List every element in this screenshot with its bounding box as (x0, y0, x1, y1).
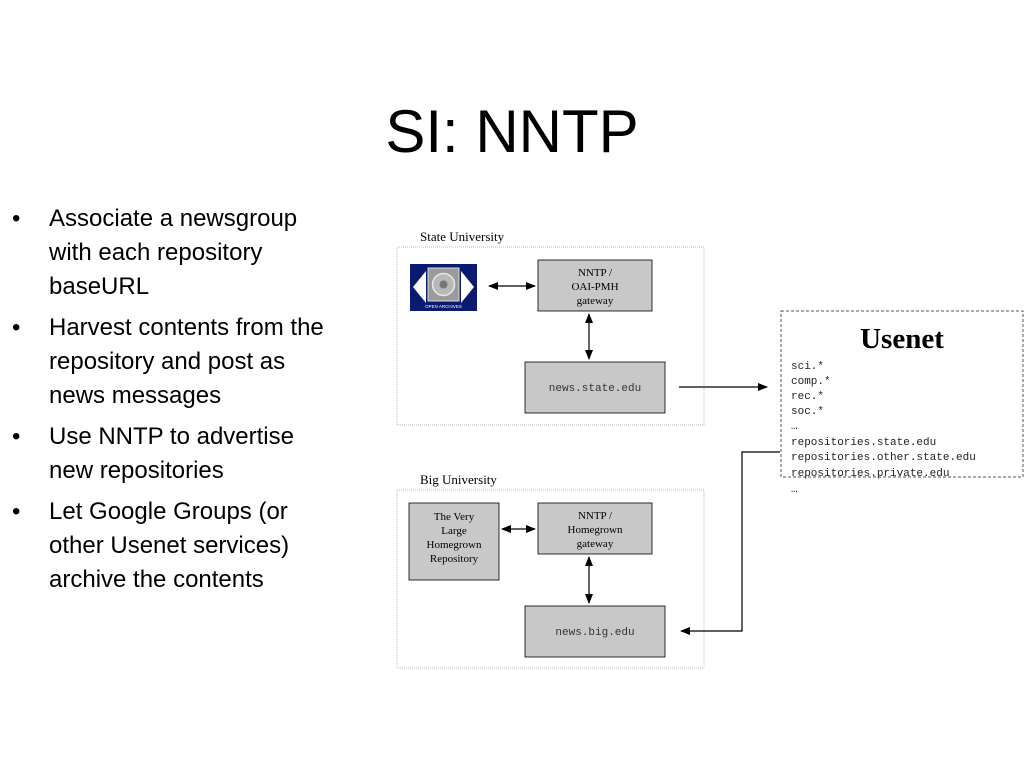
usenet-group: repositories.private.edu (791, 468, 949, 480)
bullet-glyph: • (12, 205, 21, 232)
repository-line: The Very (434, 511, 475, 523)
state-gateway-line: OAI-PMH (571, 281, 618, 293)
slide-title: SI: NNTP (385, 98, 639, 165)
usenet-title: Usenet (860, 323, 944, 355)
bullet-line: Harvest contents from the (49, 314, 324, 341)
bullet-line: news messages (49, 382, 222, 409)
bullet-line: baseURL (49, 273, 150, 300)
state-gateway-line: NNTP / (578, 267, 613, 279)
usenet-group: sci.* (791, 361, 824, 373)
big-news-server-label: news.big.edu (555, 627, 634, 639)
usenet-box (780, 310, 1024, 478)
bullet-glyph: • (12, 314, 21, 341)
bullet-line: Use NNTP to advertise (49, 423, 294, 450)
state-gateway-box (537, 259, 653, 312)
usenet-group-list: sci.* comp.* rec.* soc.* … repositories.… (791, 361, 976, 496)
state-gateway-line: gateway (577, 295, 614, 307)
bullet-item: • Let Google Groups (or other Usenet ser… (10, 495, 382, 597)
usenet-group: … (791, 421, 798, 433)
repository-line: Repository (430, 553, 479, 565)
state-news-server-box (524, 361, 666, 414)
big-gateway-line: Homegrown (568, 524, 623, 536)
bullet-glyph: • (12, 423, 21, 450)
usenet-group: rec.* (791, 391, 824, 403)
logo-caption: OPEN ARCHIVES (425, 304, 462, 309)
bullet-line: Associate a newsgroup (49, 205, 298, 232)
usenet-group: … (791, 484, 798, 496)
bullet-line: with each repository (49, 239, 263, 266)
bullet-line: Let Google Groups (or (49, 498, 288, 525)
big-news-server-box (524, 605, 666, 658)
usenet-group: comp.* (791, 376, 831, 388)
repository-box (408, 502, 500, 581)
state-university-label: State University (420, 229, 505, 244)
usenet-group: repositories.state.edu (791, 437, 936, 449)
big-university-label: Big University (420, 472, 497, 487)
big-university-frame (396, 489, 705, 669)
state-university-frame (396, 246, 705, 426)
bullet-line: new repositories (49, 457, 224, 484)
usenet-to-big-arrow (680, 451, 780, 635)
repository-line: Homegrown (427, 539, 482, 551)
usenet-group: repositories.other.state.edu (791, 452, 976, 464)
bullet-item: • Harvest contents from the repository a… (10, 311, 382, 413)
bullet-list: • Associate a newsgroup with each reposi… (10, 202, 382, 604)
big-gateway-box (537, 502, 653, 555)
big-gateway-line: NNTP / (578, 510, 613, 522)
bullet-line: other Usenet services) (49, 532, 290, 559)
usenet-group: soc.* (791, 406, 824, 418)
state-news-server-label: news.state.edu (549, 383, 641, 395)
big-gateway-line: gateway (577, 538, 614, 550)
bullet-line: repository and post as (49, 348, 286, 375)
repository-line: Large (441, 525, 467, 537)
open-archives-logo-icon: OPEN ARCHIVES (410, 264, 477, 311)
bullet-item: • Associate a newsgroup with each reposi… (10, 202, 382, 304)
bullet-line: archive the contents (49, 566, 264, 593)
bullet-glyph: • (12, 498, 21, 525)
bullet-item: • Use NNTP to advertise new repositories (10, 420, 382, 488)
